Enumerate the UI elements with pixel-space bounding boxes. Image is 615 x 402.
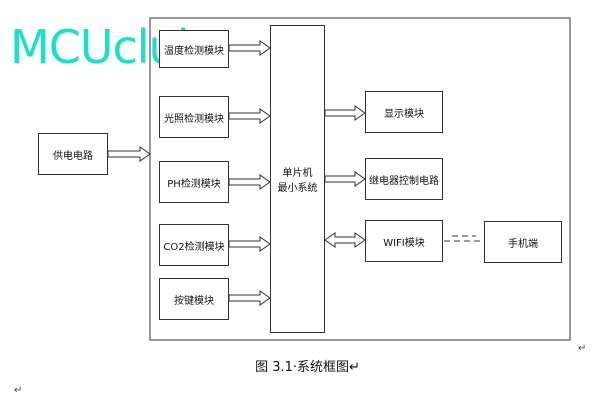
wifi-module-block: WIFI模块	[365, 220, 443, 262]
mcu-minimum-system-block: 单片机 最小系统	[270, 25, 325, 333]
display-module-block: 显示模块	[365, 91, 443, 133]
mcu-label-line2: 最小系统	[277, 183, 318, 194]
arrow-mcu-to-relay	[324, 171, 366, 187]
arrow-mcu-to-display	[324, 105, 366, 121]
arrow-co2-to-mcu	[228, 236, 271, 252]
phone-client-block: 手机端	[484, 221, 562, 263]
arrow-temp-to-mcu	[228, 40, 271, 56]
mcu-label-line1: 单片机	[282, 168, 313, 179]
arrow-power-to-frame	[107, 146, 151, 162]
arrow-mcu-wifi-bidirectional	[324, 232, 366, 248]
paragraph-mark-left: ↵	[14, 385, 23, 396]
power-supply-block: 供电电路	[38, 133, 108, 175]
arrow-ph-to-mcu	[228, 174, 271, 190]
temperature-detection-block: 温度检测模块	[159, 30, 229, 68]
relay-control-block: 继电器控制电路	[365, 158, 443, 200]
light-detection-block: 光照检测模块	[159, 96, 229, 138]
keys-block: 按键模块	[159, 278, 229, 320]
paragraph-mark-right: ↵	[578, 343, 587, 354]
arrow-light-to-mcu	[228, 108, 271, 124]
ph-detection-block: PH检测模块	[159, 161, 229, 203]
arrow-keys-to-mcu	[228, 290, 271, 306]
figure-caption: 图 3.1·系统框图↵	[255, 360, 360, 375]
co2-detection-block: CO2检测模块	[159, 224, 229, 266]
system-frame	[149, 17, 571, 341]
